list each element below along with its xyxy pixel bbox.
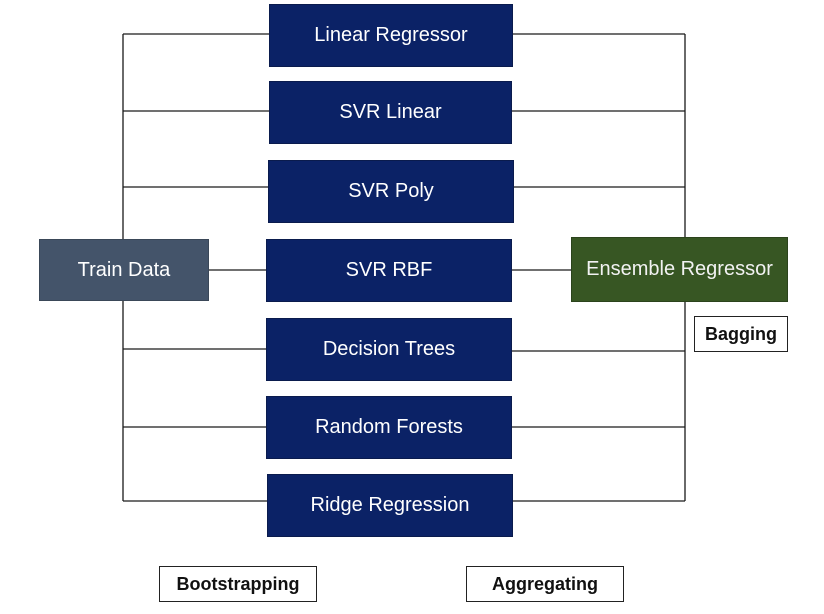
aggregating-caption-text: Aggregating [492,573,598,594]
model-node-decision-trees: Decision Trees [266,318,512,381]
model-label: Random Forests [315,416,463,438]
train-data-label: Train Data [77,258,171,281]
train-data-node: Train Data [39,239,209,301]
model-label: SVR Poly [348,180,434,202]
model-label: Ridge Regression [310,494,470,516]
model-node-linear-regressor: Linear Regressor [269,4,513,67]
bootstrapping-caption-text: Bootstrapping [176,573,300,594]
bootstrapping-caption: Bootstrapping [159,566,317,602]
model-label: SVR Linear [339,101,442,123]
model-label: SVR RBF [345,259,433,281]
ensemble-regressor-label: Ensemble Regressor [586,258,773,280]
model-node-svr-linear: SVR Linear [269,81,512,144]
model-node-ridge-regression: Ridge Regression [267,474,513,537]
bagging-caption-text: Bagging [705,323,777,344]
model-node-random-forests: Random Forests [266,396,512,459]
model-node-svr-rbf: SVR RBF [266,239,512,302]
bagging-caption: Bagging [694,316,788,352]
aggregating-caption: Aggregating [466,566,624,602]
model-label: Linear Regressor [314,24,468,46]
model-label: Decision Trees [322,338,456,360]
ensemble-regressor-node: Ensemble Regressor [571,237,788,302]
model-node-svr-poly: SVR Poly [268,160,514,223]
